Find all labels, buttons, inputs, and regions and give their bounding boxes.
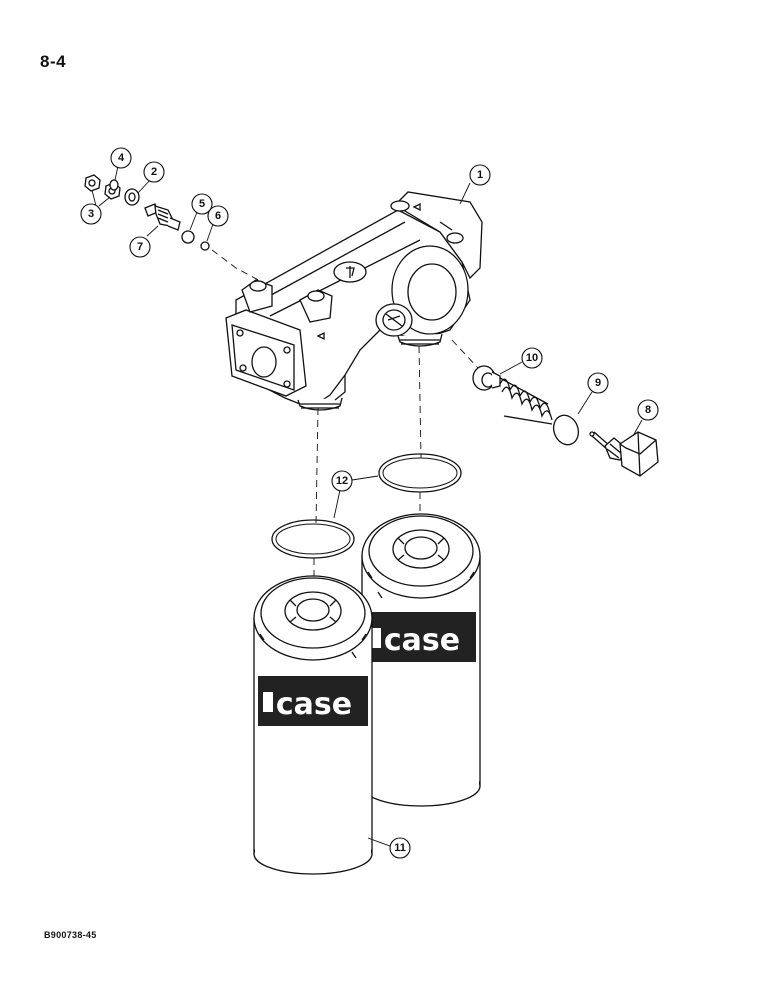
callout-5: 5 <box>191 193 213 215</box>
callout-7: 7 <box>129 236 151 258</box>
leader-5 <box>189 211 198 231</box>
leader-12 <box>333 475 379 519</box>
svg-text:case: case <box>276 687 352 722</box>
callout-8: 8 <box>637 399 659 421</box>
callout-1: 1 <box>469 164 491 186</box>
svg-text:1: 1 <box>477 169 483 181</box>
leader-7 <box>146 225 159 237</box>
o-ring-part-6 <box>200 241 210 251</box>
leader-10 <box>499 361 523 375</box>
sensor-switch-part-7 <box>144 203 181 231</box>
callout-10: 10 <box>521 347 543 369</box>
assembly-line-left-filter <box>315 407 319 525</box>
leader-8 <box>632 419 643 437</box>
leader-11 <box>367 837 391 847</box>
washer-part-4 <box>109 179 119 191</box>
callout-6: 6 <box>207 205 229 227</box>
filter-head <box>225 191 483 411</box>
page-number: 8-4 <box>40 52 67 71</box>
leader-2 <box>137 179 151 194</box>
o-ring-part-9 <box>552 414 580 446</box>
assembly-line-right-filter <box>418 345 422 459</box>
svg-text:11: 11 <box>394 842 406 854</box>
callout-12: 12 <box>331 470 353 492</box>
svg-text:2: 2 <box>151 166 157 178</box>
nut-part-3a <box>84 174 101 192</box>
svg-text:4: 4 <box>118 152 125 164</box>
leader-4 <box>114 165 119 181</box>
gasket-part-12b <box>271 519 355 559</box>
gasket-part-12a <box>378 453 462 493</box>
filter-cartridge-left: case <box>253 575 373 875</box>
case-logo-right: case <box>366 612 476 662</box>
callout-9: 9 <box>587 372 609 394</box>
callout-3: 3 <box>80 203 102 225</box>
plug-part-8 <box>589 431 659 477</box>
figure-code: B900738-45 <box>44 930 97 940</box>
svg-text:10: 10 <box>526 352 538 364</box>
svg-text:7: 7 <box>137 241 143 253</box>
callout-4: 4 <box>110 147 132 169</box>
washer-part-2 <box>124 188 140 206</box>
leader-6 <box>206 223 214 242</box>
svg-text:9: 9 <box>595 377 601 389</box>
svg-text:3: 3 <box>88 208 94 220</box>
assembly-line-sensor <box>211 249 265 284</box>
o-ring-part-5 <box>181 230 195 244</box>
leader-9 <box>577 391 593 415</box>
spring-part-10 <box>499 377 553 425</box>
filter-cartridge-right: case <box>361 513 481 807</box>
callout-2: 2 <box>143 161 165 183</box>
svg-text:5: 5 <box>199 198 205 210</box>
leader-1 <box>459 182 471 205</box>
svg-text:8: 8 <box>645 404 651 416</box>
callout-11: 11 <box>389 837 411 859</box>
svg-text:12: 12 <box>336 475 348 487</box>
assembly-line-valve <box>451 339 479 369</box>
case-logo-left: case <box>258 676 368 726</box>
svg-text:case: case <box>384 623 460 658</box>
svg-text:6: 6 <box>215 210 221 222</box>
leader-3 <box>91 189 111 207</box>
valve-part-10 <box>472 365 501 391</box>
